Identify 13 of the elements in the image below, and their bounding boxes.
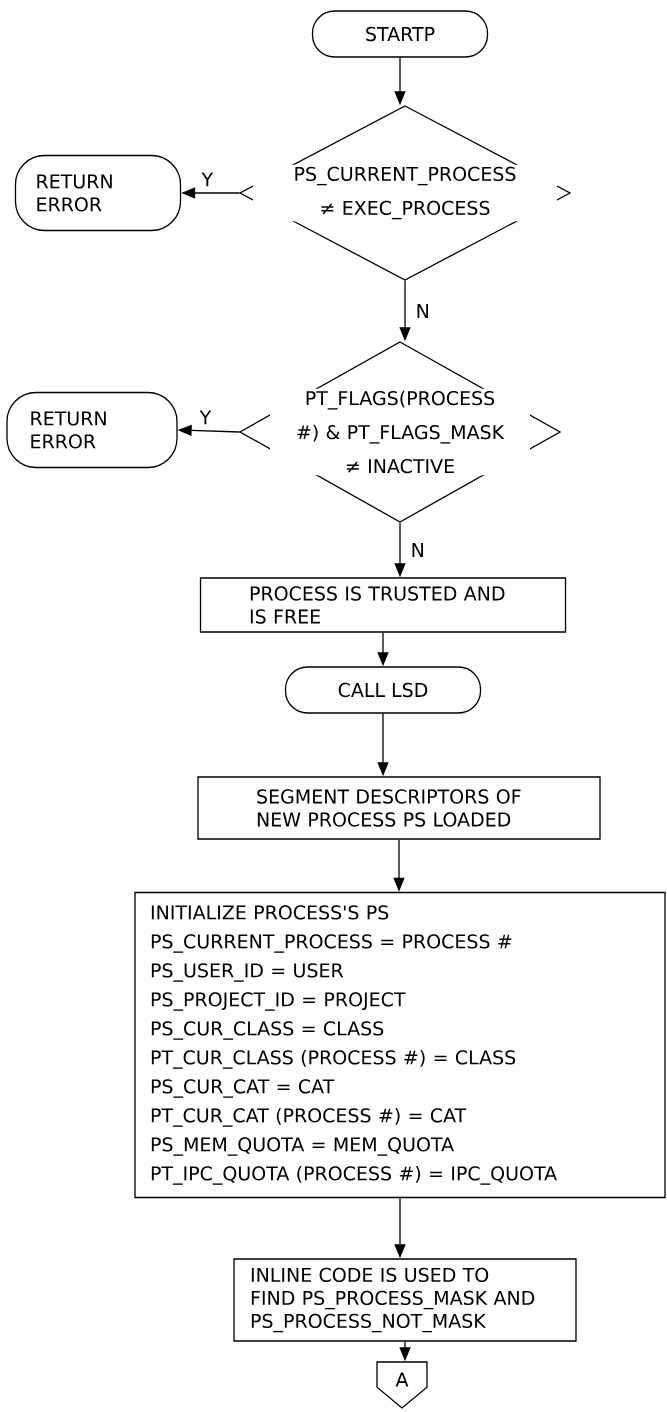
terminal-box: RETURN ERROR (14, 154, 182, 232)
offpage-connector: A (376, 1361, 428, 1409)
process-box: INLINE CODE IS USED TO FIND PS_PROCESS_MASK AND PS_PROCESS_NOT_MASK (233, 1258, 577, 1342)
process-box: PROCESS IS TRUSTED AND IS FREE (199, 577, 567, 633)
terminal-box: RETURN ERROR (6, 391, 178, 469)
edge-label: Y (197, 408, 214, 427)
process-box: SEGMENT DESCRIPTORS OF NEW PROCESS PS LOADED (197, 776, 601, 840)
edge-label: N (413, 302, 432, 320)
edge-label: N (408, 541, 427, 559)
edge-label: Y (199, 170, 216, 189)
process-box: INITIALIZE PROCESS'S PS PS_CURRENT_PROCESS = PROCESS # PS_USER_ID = USER PS_PROJECT_ID = PROJECT PS_CUR_CLASS = CLASS PT_CUR_CLASS (PROCESS #) = CLASS PS_CUR_CAT = CAT PT_CUR_CAT (PROCESS #) = CAT PS_MEM_QUOTA = MEM_QUOTA PT_IPC_QUOTA (PROCESS #) = IPC_QUOTA (134, 891, 666, 1199)
terminal-box: CALL LSD (284, 666, 482, 714)
terminal-box: STARTP (311, 10, 489, 58)
